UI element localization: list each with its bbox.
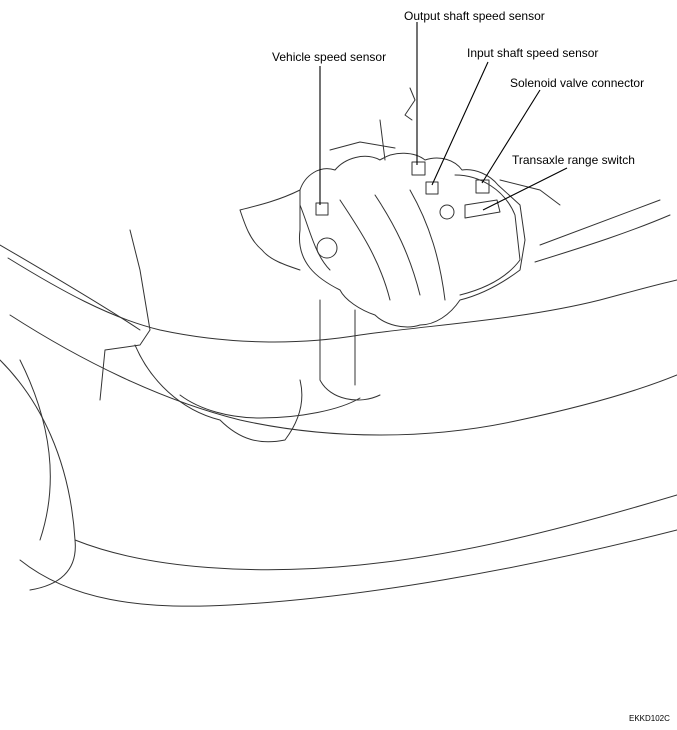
inner-arch-line bbox=[19, 359, 51, 541]
label-solenoid-valve-connector: Solenoid valve connector bbox=[510, 76, 645, 90]
leader-solenoid bbox=[481, 89, 541, 184]
fender-lower-line bbox=[9, 314, 677, 436]
label-transaxle-range-switch: Transaxle range switch bbox=[512, 153, 635, 167]
drive-shaft bbox=[319, 299, 381, 401]
fender-upper-line bbox=[7, 257, 677, 343]
case-rib bbox=[339, 199, 391, 301]
bumper-line bbox=[74, 494, 677, 571]
leader-range-switch bbox=[482, 167, 568, 211]
range-switch-shape bbox=[464, 199, 501, 219]
right-body-line bbox=[539, 199, 661, 246]
leader-input-shaft bbox=[431, 61, 489, 186]
wheel-arch-line bbox=[0, 359, 76, 591]
label-vehicle-speed-sensor: Vehicle speed sensor bbox=[272, 50, 387, 64]
bay-outline bbox=[239, 189, 301, 271]
strut-tower bbox=[99, 229, 151, 401]
subframe bbox=[179, 394, 361, 419]
right-body-line-2 bbox=[534, 214, 671, 263]
figure-code: EKKD102C bbox=[629, 714, 670, 723]
hood-edge-line bbox=[0, 244, 141, 331]
output-shaft-sensor-shape bbox=[411, 161, 426, 176]
bellhousing bbox=[299, 204, 331, 271]
engine-block-left bbox=[134, 344, 303, 443]
firewall bbox=[329, 141, 561, 206]
input-shaft-sensor-shape bbox=[425, 181, 439, 195]
bellhousing-hole bbox=[316, 237, 338, 259]
bumper-bottom-line bbox=[19, 529, 677, 607]
label-output-shaft-speed-sensor: Output shaft speed sensor bbox=[404, 9, 545, 23]
shaft-port bbox=[439, 204, 455, 220]
case-end-cover bbox=[454, 174, 521, 296]
case-rib-3 bbox=[409, 189, 446, 301]
case-rib-2 bbox=[374, 194, 421, 296]
bracket bbox=[379, 87, 416, 161]
transaxle-case bbox=[299, 152, 526, 328]
solenoid-connector-shape bbox=[475, 179, 490, 194]
label-input-shaft-speed-sensor: Input shaft speed sensor bbox=[467, 46, 599, 60]
vehicle-speed-sensor-shape bbox=[315, 202, 329, 216]
